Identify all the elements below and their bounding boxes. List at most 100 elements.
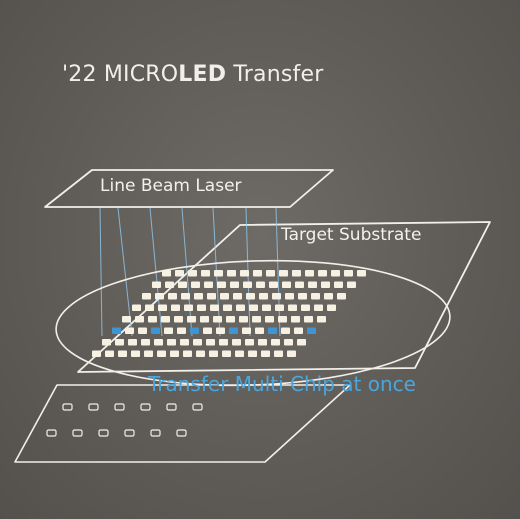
micro-led-chip [197, 304, 206, 311]
micro-led-chip [292, 270, 301, 277]
micro-led-chip [274, 350, 283, 357]
carrier-chip [192, 403, 203, 411]
micro-led-chip [278, 316, 287, 323]
carrier-chip [114, 403, 125, 411]
micro-led-chip [196, 350, 205, 357]
micro-led-chip [246, 293, 255, 300]
transfer-region-ellipse [55, 259, 451, 387]
micro-led-chip [125, 327, 134, 334]
micro-led-chip [265, 316, 274, 323]
micro-led-chip [222, 350, 231, 357]
micro-led-chip [308, 281, 317, 288]
micro-led-chip [249, 304, 258, 311]
micro-led-chip [188, 270, 197, 277]
micro-led-chip [331, 270, 340, 277]
laser-beam-line [117, 207, 133, 337]
micro-led-chip [337, 293, 346, 300]
micro-led-chip [279, 270, 288, 277]
micro-led-chip [294, 327, 303, 334]
micro-led-chip [155, 293, 164, 300]
micro-led-chip [158, 304, 167, 311]
micro-led-chip [209, 350, 218, 357]
micro-led-chip [200, 316, 209, 323]
micro-led-chip [165, 281, 174, 288]
micro-led-chip [334, 281, 343, 288]
micro-led-chip [232, 339, 241, 346]
micro-led-chip [181, 293, 190, 300]
carrier-chip [72, 429, 83, 437]
micro-led-chip [239, 316, 248, 323]
micro-led-chip [194, 293, 203, 300]
micro-led-chip [171, 304, 180, 311]
carrier-chip [46, 429, 57, 437]
micro-led-chip [217, 281, 226, 288]
carrier-chip [150, 429, 161, 437]
carrier-chip [88, 403, 99, 411]
micro-led-chip [203, 327, 212, 334]
title-bold: LED [178, 62, 227, 87]
laser-beam-line [99, 207, 103, 337]
micro-led-chip [321, 281, 330, 288]
transferred-chip-active [151, 327, 160, 334]
micro-led-chip [204, 281, 213, 288]
micro-led-chip [266, 270, 275, 277]
micro-led-chip [193, 339, 202, 346]
micro-led-chip [162, 270, 171, 277]
carrier-chip [124, 429, 135, 437]
micro-led-chip [324, 293, 333, 300]
micro-led-chip [118, 350, 127, 357]
line-beam-laser-bar [44, 169, 334, 208]
micro-led-chip [115, 339, 124, 346]
micro-led-chip [269, 281, 278, 288]
micro-led-chip [226, 316, 235, 323]
micro-led-chip [252, 316, 261, 323]
laser-beam-line [181, 207, 193, 337]
micro-led-chip [285, 293, 294, 300]
micro-led-chip [142, 293, 151, 300]
micro-led-chip [281, 327, 290, 334]
laser-beam-line [275, 207, 281, 337]
micro-led-chip [305, 270, 314, 277]
micro-led-chip [236, 304, 245, 311]
micro-led-chip [304, 316, 313, 323]
micro-led-chip [271, 339, 280, 346]
micro-led-chip [168, 293, 177, 300]
micro-led-chip [220, 293, 229, 300]
micro-led-chip [248, 350, 257, 357]
micro-led-chip [175, 270, 184, 277]
micro-led-chip [287, 350, 296, 357]
micro-led-chip [219, 339, 228, 346]
micro-led-chip [227, 270, 236, 277]
micro-led-chip [298, 293, 307, 300]
micro-led-chip [301, 304, 310, 311]
micro-led-chip [138, 327, 147, 334]
micro-led-chip [318, 270, 327, 277]
micro-led-chip [178, 281, 187, 288]
micro-led-chip [230, 281, 239, 288]
micro-led-chip [148, 316, 157, 323]
micro-led-chip [327, 304, 336, 311]
target-substrate-plate [77, 221, 491, 373]
micro-led-chip [317, 316, 326, 323]
transferred-chip-active [190, 327, 199, 334]
micro-led-chip [235, 350, 244, 357]
micro-led-chip [183, 350, 192, 357]
micro-led-chip [177, 327, 186, 334]
carrier-chip [140, 403, 151, 411]
micro-led-chip [184, 304, 193, 311]
micro-led-chip [187, 316, 196, 323]
micro-led-chip [233, 293, 242, 300]
carrier-chip [62, 403, 73, 411]
micro-led-chip [157, 350, 166, 357]
micro-led-chip [272, 293, 281, 300]
micro-led-chip [347, 281, 356, 288]
micro-led-chip [297, 339, 306, 346]
transferred-chip-active [307, 327, 316, 334]
micro-led-chip [240, 270, 249, 277]
title-light: '22 MICRO [62, 62, 179, 87]
micro-led-chip [262, 304, 271, 311]
micro-led-chip [357, 270, 366, 277]
transferred-chip-active [268, 327, 277, 334]
